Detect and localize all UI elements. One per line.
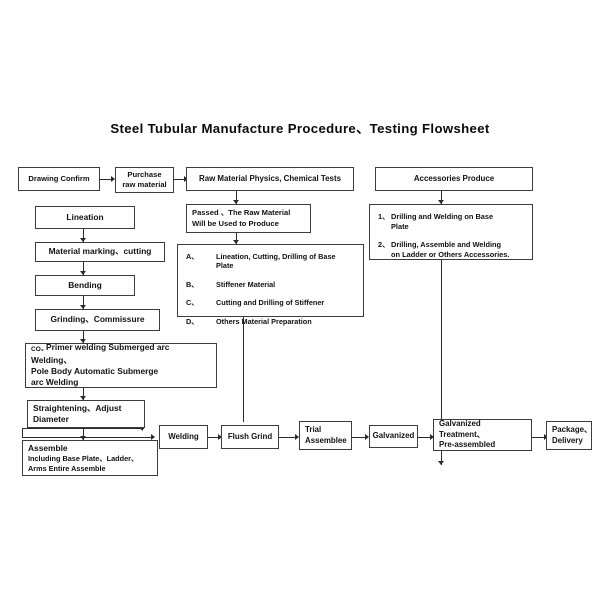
connector-accessories-to-list	[441, 191, 442, 204]
node-flush-grind-label: Flush Grind	[227, 431, 273, 441]
list-item-text: Drilling, Assemble and Welding on Ladder…	[391, 239, 510, 259]
list-item: C、 Cutting and Drilling of Stiffener	[186, 298, 355, 307]
node-accessories-list[interactable]: 1、 Drilling and Welding on Base Plate 2、…	[369, 204, 533, 260]
list-item-marker: D、	[186, 316, 199, 326]
node-trial-assemblee[interactable]: Trial Assemblee	[299, 421, 352, 450]
arrowhead-drawing-to-purchase	[111, 176, 115, 182]
node-welding[interactable]: Welding	[159, 425, 208, 449]
node-passed-note[interactable]: Passed 、The Raw Material Will be Used to…	[186, 204, 311, 233]
connector-loop-top	[22, 428, 144, 429]
node-welding-label: Welding	[168, 431, 199, 441]
arrowhead-loop-into-straightening	[139, 425, 143, 431]
connector-welding-to-flushgrind	[207, 437, 220, 438]
node-galvanized[interactable]: Galvanized	[369, 425, 418, 448]
connector-trial-to-galvanized	[351, 437, 368, 438]
arrowhead-accessories-down	[438, 461, 444, 465]
node-drawing-confirm-label: Drawing Confirm	[28, 173, 90, 183]
arrowhead-co2-to-straightening	[80, 396, 86, 400]
node-passed-note-label: Passed 、The Raw Material Will be Used to…	[192, 208, 291, 228]
list-item-marker: 1、	[378, 212, 390, 221]
connector-purchase-to-tests	[173, 179, 185, 180]
node-galvanized-treatment[interactable]: Galvanized Treatment、 Pre-assembled	[433, 419, 532, 451]
node-material-marking-label: Material marking、cutting	[48, 246, 152, 257]
node-material-marking[interactable]: Material marking、cutting	[35, 242, 165, 262]
node-assemble-title: Assemble	[28, 442, 68, 453]
list-item: A、 Lineation, Cutting, Drilling of Base …	[186, 252, 355, 271]
node-assemble-detail: Including Base Plate、Ladder、 Arms Entire…	[28, 453, 139, 473]
connector-bending-to-grinding	[83, 296, 84, 309]
arrowhead-flushgrind-to-trial	[295, 434, 299, 440]
arrowhead-lineation-to-marking	[80, 238, 86, 242]
list-item: 1、 Drilling and Welding on Base Plate	[378, 212, 524, 232]
list-item-marker: C、	[186, 298, 199, 308]
node-accessories-produce[interactable]: Accessories Produce	[375, 167, 533, 191]
node-bending-label: Bending	[68, 279, 102, 290]
node-grinding-commissure[interactable]: Grinding、Commissure	[35, 309, 160, 331]
connector-grinding-to-co2	[83, 331, 84, 343]
list-item-text: Drilling and Welding on Base Plate	[391, 212, 494, 231]
list-item-text: Stiffener Material	[216, 279, 276, 289]
list-item-marker: A、	[186, 252, 199, 261]
arrowhead-galvanized-to-treatment	[430, 434, 434, 440]
arrowhead-grinding-to-co2	[80, 339, 86, 343]
list-item-marker: 2、	[378, 239, 390, 249]
node-straightening[interactable]: Straightening、Adjust Diameter	[27, 400, 145, 428]
connector-marking-to-bending	[83, 262, 84, 275]
list-item-text: Cutting and Drilling of Stiffener	[216, 298, 325, 308]
node-flush-grind[interactable]: Flush Grind	[221, 425, 279, 449]
connector-flushgrind-to-trial	[278, 437, 298, 438]
page-title: Steel Tubular Manufacture Procedure、Test…	[110, 121, 490, 136]
connector-galvanized-to-treatment	[417, 437, 433, 438]
connector-straightening-to-assemble	[83, 428, 84, 440]
arrowhead-bending-to-grinding	[80, 305, 86, 309]
node-raw-material-tests-label: Raw Material Physics, Chemical Tests	[199, 173, 341, 183]
connector-tests-to-passed	[236, 191, 237, 204]
arrowhead-passed-to-list	[233, 240, 239, 244]
connector-loop-left-riser	[22, 428, 23, 438]
node-bending[interactable]: Bending	[35, 275, 135, 296]
connector-passed-to-list	[236, 232, 237, 244]
arrowhead-accessories-to-list	[438, 200, 444, 204]
node-package-delivery[interactable]: Package、 Delivery	[546, 421, 592, 450]
connector-assemble-to-welding	[22, 437, 152, 438]
arrowhead-trial-to-galvanized	[365, 434, 369, 440]
node-purchase-raw-material-label: Purchase raw material	[122, 169, 167, 189]
arrowhead-tests-to-passed	[233, 200, 239, 204]
node-raw-material-tests[interactable]: Raw Material Physics, Chemical Tests	[186, 167, 354, 191]
node-lineation[interactable]: Lineation	[35, 206, 135, 229]
list-item-text: Others Material Preparation	[216, 316, 312, 326]
node-assemble[interactable]: Assemble Including Base Plate、Ladder、 Ar…	[22, 440, 158, 476]
arrowhead-straightening-to-assemble	[80, 436, 86, 440]
connector-drawing-to-purchase	[99, 179, 112, 180]
arrowhead-assemble-to-welding	[151, 434, 155, 440]
node-lineation-label: Lineation	[66, 211, 104, 222]
connector-treatment-to-package	[531, 437, 545, 438]
node-package-delivery-label: Package、 Delivery	[552, 425, 592, 445]
arrowhead-marking-to-bending	[80, 271, 86, 275]
node-accessories-produce-label: Accessories Produce	[413, 173, 495, 183]
co2-subscript: CO₂	[31, 346, 44, 354]
list-item-text: Lineation, Cutting, Drilling of Base Pla…	[216, 252, 336, 271]
connector-list-to-flushgrind	[243, 317, 244, 422]
list-item: 2、 Drilling, Assemble and Welding on Lad…	[378, 240, 524, 260]
node-material-prep-list[interactable]: A、 Lineation, Cutting, Drilling of Base …	[177, 244, 364, 326]
connector-co2-to-straightening	[83, 388, 84, 400]
node-straightening-label: Straightening、Adjust Diameter	[33, 402, 122, 424]
node-drawing-confirm[interactable]: Drawing Confirm	[18, 167, 100, 191]
list-item-marker: B、	[186, 279, 199, 289]
list-item: D、 Others Material Preparation	[186, 317, 355, 326]
node-galvanized-treatment-label: Galvanized Treatment、 Pre-assembled	[439, 419, 496, 450]
connector-lineation-to-marking	[83, 229, 84, 242]
node-galvanized-label: Galvanized	[372, 431, 415, 441]
arrowhead-welding-to-flushgrind	[218, 434, 222, 440]
list-item: B、 Stiffener Material	[186, 280, 355, 289]
node-trial-assemblee-label: Trial Assemblee	[305, 425, 347, 445]
node-purchase-raw-material[interactable]: Purchase raw material	[115, 167, 174, 193]
node-grinding-commissure-label: Grinding、Commissure	[50, 314, 145, 325]
connector-accessories-down-to-galvanized	[441, 260, 442, 465]
